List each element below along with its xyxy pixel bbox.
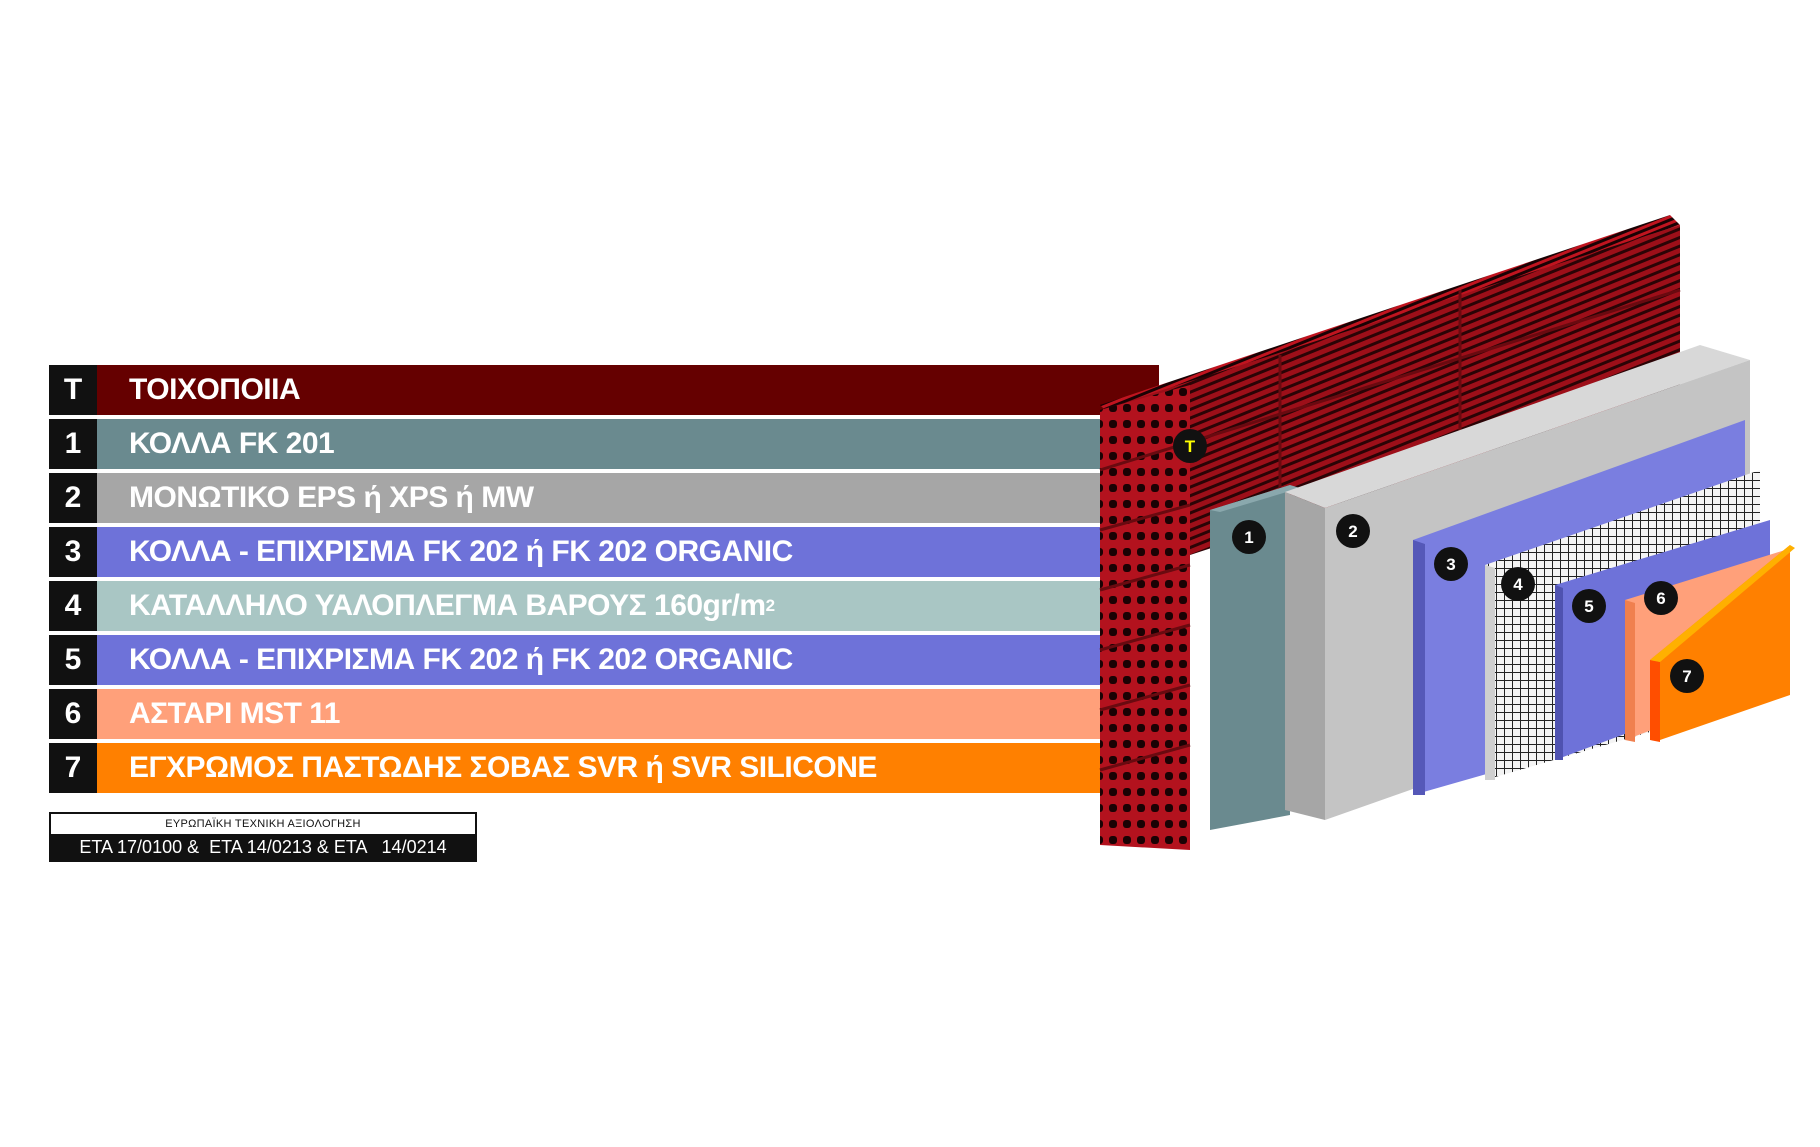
badge-T-label: T — [1185, 437, 1196, 456]
legend-row-1: 1 ΚΟΛΛΑ FK 201 — [49, 419, 1159, 469]
legend-label-7: ΕΓΧΡΩΜΟΣ ΠΑΣΤΩΔΗΣ ΣΟΒΑΣ SVR ή SVR SILICO… — [97, 743, 1159, 793]
legend-text-6: ΑΣΤΑΡΙ MST 11 — [129, 697, 341, 730]
eta-title: ΕΥΡΩΠΑΪΚΗ ΤΕΧΝΙΚΗ ΑΞΙΟΛΟΓΗΣΗ — [165, 818, 361, 830]
legend-number-T: T — [49, 365, 97, 415]
legend-text-2: ΜΟΝΩΤΙΚΟ EPS ή XPS ή MW — [129, 481, 534, 514]
legend-sup-4: 2 — [765, 596, 775, 615]
legend-number-6: 6 — [49, 689, 97, 739]
badge-T — [1173, 429, 1207, 463]
badge-4-label: 4 — [1513, 575, 1523, 594]
masonry-front — [1100, 385, 1190, 850]
legend-label-T: ΤΟΙΧΟΠΟΙΙΑ — [97, 365, 1159, 415]
legend-label-3: ΚΟΛΛΑ - ΕΠΙΧΡΙΣΜΑ FK 202 ή FK 202 ORGANI… — [97, 527, 1159, 577]
badge-6 — [1644, 581, 1678, 615]
legend-text-3: ΚΟΛΛΑ - ΕΠΙΧΡΙΣΜΑ FK 202 ή FK 202 ORGANI… — [129, 535, 793, 568]
layer-1-adhesive — [1210, 485, 1300, 830]
badge-6-label: 6 — [1656, 589, 1665, 608]
legend-number-2: 2 — [49, 473, 97, 523]
badge-2-label: 2 — [1348, 522, 1357, 541]
legend-label-6: ΑΣΤΑΡΙ MST 11 — [97, 689, 1159, 739]
badge-7-label: 7 — [1682, 667, 1691, 686]
eta-codes: ETA 17/0100 & ETA 14/0213 & ETA 14/0214 — [51, 834, 475, 860]
legend-label-5: ΚΟΛΛΑ - ΕΠΙΧΡΙΣΜΑ FK 202 ή FK 202 ORGANI… — [97, 635, 1159, 685]
legend-row-3: 3 ΚΟΛΛΑ - ΕΠΙΧΡΙΣΜΑ FK 202 ή FK 202 ORGA… — [49, 527, 1159, 577]
badge-7 — [1670, 659, 1704, 693]
masonry-layer — [1099, 215, 1681, 850]
badge-3 — [1434, 547, 1468, 581]
legend-text-5: ΚΟΛΛΑ - ΕΠΙΧΡΙΣΜΑ FK 202 ή FK 202 ORGANI… — [129, 643, 793, 676]
legend-text-7: ΕΓΧΡΩΜΟΣ ΠΑΣΤΩΔΗΣ ΣΟΒΑΣ SVR ή SVR SILICO… — [129, 751, 877, 784]
badge-5 — [1572, 589, 1606, 623]
legend-row-T: T ΤΟΙΧΟΠΟΙΙΑ — [49, 365, 1159, 415]
badge-4 — [1501, 567, 1535, 601]
legend-row-5: 5 ΚΟΛΛΑ - ΕΠΙΧΡΙΣΜΑ FK 202 ή FK 202 ORGA… — [49, 635, 1159, 685]
legend-number-1: 1 — [49, 419, 97, 469]
legend-text-1: ΚΟΛΛΑ FK 201 — [129, 427, 335, 460]
legend-text-T: ΤΟΙΧΟΠΟΙΙΑ — [129, 373, 301, 406]
badge-1 — [1232, 520, 1266, 554]
legend-text-4: ΚΑΤΑΛΛΗΛΟ ΥΑΛΟΠΛΕΓΜΑ ΒΑΡΟΥΣ 160gr/m — [129, 589, 766, 622]
legend-label-2: ΜΟΝΩΤΙΚΟ EPS ή XPS ή MW — [97, 473, 1159, 523]
legend-number-5: 5 — [49, 635, 97, 685]
legend-row-2: 2 ΜΟΝΩΤΙΚΟ EPS ή XPS ή MW — [49, 473, 1159, 523]
badge-1-label: 1 — [1244, 528, 1253, 547]
badge-3-label: 3 — [1446, 555, 1455, 574]
legend-number-7: 7 — [49, 743, 97, 793]
legend-row-7: 7 ΕΓΧΡΩΜΟΣ ΠΑΣΤΩΔΗΣ ΣΟΒΑΣ SVR ή SVR SILI… — [49, 743, 1159, 793]
legend-label-1: ΚΟΛΛΑ FK 201 — [97, 419, 1159, 469]
masonry-side — [1100, 225, 1680, 845]
legend-number-3: 3 — [49, 527, 97, 577]
eta-box: ΕΥΡΩΠΑΪΚΗ ΤΕΧΝΙΚΗ ΑΞΙΟΛΟΓΗΣΗ ETA 17/0100… — [49, 812, 477, 862]
badge-2 — [1336, 514, 1370, 548]
legend-number-4: 4 — [49, 581, 97, 631]
badge-5-label: 5 — [1584, 597, 1593, 616]
legend-row-6: 6 ΑΣΤΑΡΙ MST 11 — [49, 689, 1159, 739]
